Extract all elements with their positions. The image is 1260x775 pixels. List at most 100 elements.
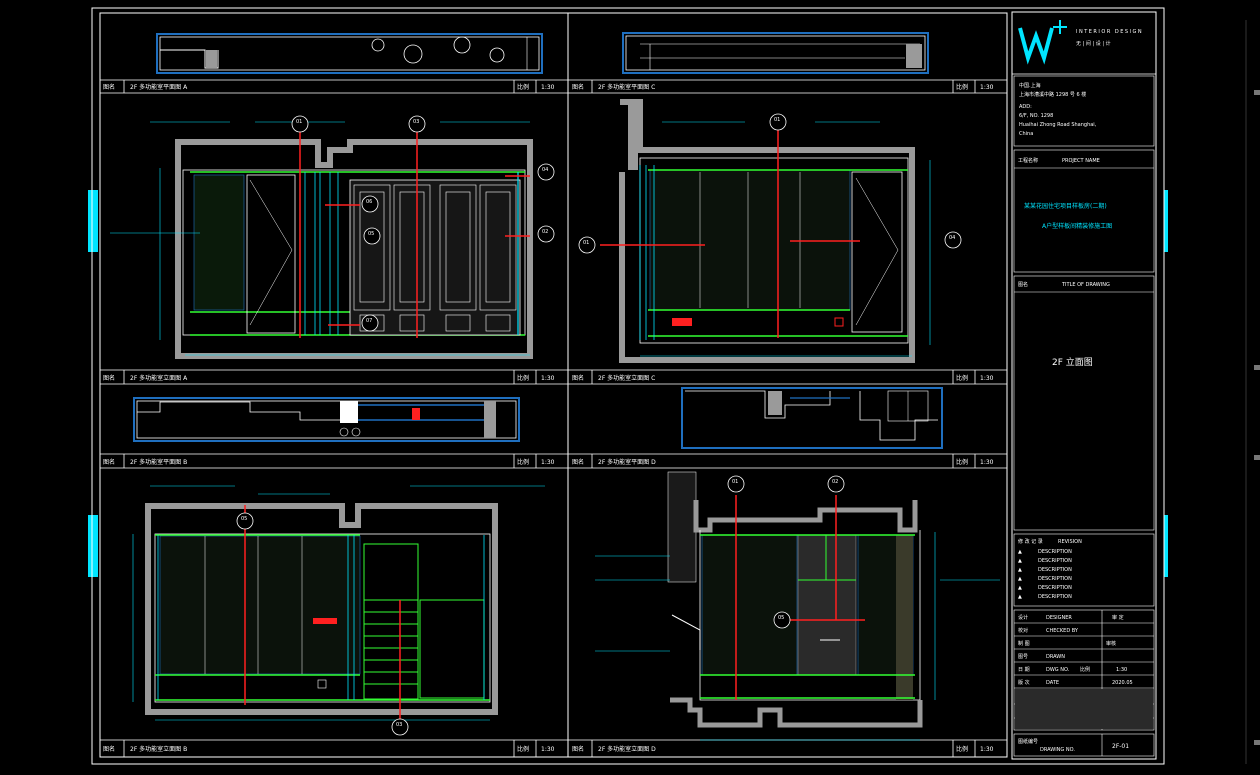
elev-b-scale: 1:30: [541, 746, 555, 753]
info-date-value: 2020.05: [1112, 680, 1133, 686]
svg-text:▲: ▲: [1018, 594, 1022, 600]
side-marker-right-bottom: [1164, 515, 1168, 577]
svg-text:05: 05: [778, 615, 784, 621]
svg-text:▲: ▲: [1018, 576, 1022, 582]
revision-item: DESCRIPTION: [1038, 567, 1072, 573]
drawing-label-en: TITLE OF DRAWING: [1061, 282, 1110, 288]
svg-text:01: 01: [774, 117, 780, 123]
info-date-val: DATE: [1046, 680, 1059, 686]
revision-item: DESCRIPTION: [1038, 576, 1072, 582]
callout-a-06: 06: [361, 195, 379, 213]
revision-item: DESCRIPTION: [1038, 585, 1072, 591]
info-approved-key: 审 定: [1112, 614, 1124, 621]
elev-a-drawing: [110, 121, 533, 359]
callout-d-05: 05: [773, 611, 791, 629]
address-label: ADD:: [1019, 104, 1032, 110]
company-location: 中国.上海: [1019, 82, 1041, 89]
info-checked-key: 校对: [1018, 627, 1028, 634]
plan-c-scale: 1:30: [980, 84, 994, 91]
elev-a-title: 2F 多功能室立面图 A: [130, 374, 188, 382]
info-scale-val: 1:30: [1116, 667, 1127, 673]
elev-c-title: 2F 多功能室立面图 C: [598, 374, 655, 382]
info-designer-key: 设计: [1018, 614, 1028, 621]
svg-text:▲: ▲: [1018, 585, 1022, 591]
svg-text:04: 04: [542, 167, 548, 173]
drawing-label: 图名: [1018, 281, 1028, 288]
svg-text:06: 06: [366, 199, 372, 205]
drawing-name: 2F 立面图: [1052, 356, 1093, 368]
svg-text:04: 04: [949, 235, 955, 241]
revision-header-en: REVISION: [1058, 539, 1082, 545]
address-en-1: 6/F, NO. 1298: [1019, 113, 1053, 119]
plan-a-scale-label: 比例: [517, 83, 529, 91]
svg-text:02: 02: [832, 479, 838, 485]
info-drawn-key: 制 图: [1018, 640, 1030, 647]
elev-c-drawing: [600, 99, 931, 363]
title-bars: [100, 79, 1007, 757]
plan-b-title: 2F 多功能室平面图 B: [130, 458, 187, 466]
plan-b-scale: 1:30: [541, 459, 555, 466]
project-name-2: A户型样板间精装修施工图: [1042, 222, 1112, 230]
callout-a-03: 03: [408, 115, 426, 133]
plan-d-tag: 图名: [572, 458, 584, 466]
callout-d-01: 01: [727, 475, 745, 493]
side-marker-top: [88, 190, 98, 252]
plan-d-scale: 1:30: [980, 459, 994, 466]
project-name-1: 某某花园住宅项目样板房(二期): [1024, 202, 1107, 210]
info-date-key: 日 期: [1018, 667, 1030, 673]
svg-text:03: 03: [413, 119, 419, 125]
plan-d-title: 2F 多功能室平面图 D: [598, 458, 656, 466]
company-address-cn: 上海市漕溪中路 1298 号 6 楼: [1019, 91, 1086, 98]
svg-text:05: 05: [368, 231, 374, 237]
side-marker-bottom: [88, 515, 98, 577]
plan-c-tag: 图名: [572, 83, 584, 91]
svg-text:01: 01: [583, 240, 589, 246]
callout-b-05: 05: [236, 512, 254, 530]
brand-logo: [1018, 20, 1067, 65]
elev-d-scale: 1:30: [980, 746, 994, 753]
elev-c-scale: 1:30: [980, 375, 994, 382]
elev-b-drawing: [132, 485, 545, 725]
revision-item: DESCRIPTION: [1038, 558, 1072, 564]
info-designer-val: DESIGNER: [1046, 615, 1072, 621]
plan-c-drawing: [622, 32, 929, 74]
plan-a-title: 2F 多功能室平面图 A: [130, 83, 188, 91]
info-review-key: 审核: [1106, 640, 1116, 647]
sheet-border: [91, 7, 1165, 765]
title-block: INTERIOR DESIGN 无 | 间 | 设 | 计 中国.上海 上海市漕…: [1011, 11, 1157, 760]
elev-d-scale-label: 比例: [956, 745, 968, 753]
elev-a-tag: 图名: [103, 374, 115, 382]
callout-c-01-top: 01: [769, 113, 787, 131]
revision-item: DESCRIPTION: [1038, 594, 1072, 600]
info-checked-val: CHECKED BY: [1046, 628, 1079, 634]
callout-a-01: 01: [291, 115, 309, 133]
plan-d-drawing: [681, 387, 943, 449]
project-label-en: PROJECT NAME: [1062, 158, 1100, 164]
plan-b-tag: 图名: [103, 458, 115, 466]
svg-text:▲: ▲: [1018, 558, 1022, 564]
sheet-number: 2F-01: [1112, 743, 1129, 750]
project-label: 工程名称: [1018, 157, 1038, 164]
address-en-3: China: [1019, 131, 1033, 137]
plan-a-scale: 1:30: [541, 84, 555, 91]
callout-c-04: 04: [944, 231, 962, 249]
revision-item: DESCRIPTION: [1038, 549, 1072, 555]
callout-c-01-left: 01: [578, 236, 596, 254]
elev-c-tag: 图名: [572, 374, 584, 382]
plan-a-drawing: [156, 33, 543, 74]
brand-line-2: 无 | 间 | 设 | 计: [1076, 40, 1111, 47]
side-marker-right-top: [1164, 190, 1168, 252]
plan-a-tag: 图名: [103, 83, 115, 91]
revision-header: 修 改 记 录: [1018, 538, 1043, 545]
info-scale-key: 比例: [1080, 666, 1090, 673]
sheet-label-en: DRAWING NO.: [1040, 747, 1075, 753]
svg-text:05: 05: [241, 516, 247, 522]
plan-d-scale-label: 比例: [956, 458, 968, 466]
info-version-key: 版 次: [1018, 679, 1030, 686]
callout-d-02: 02: [827, 475, 845, 493]
callout-b-03: 03: [391, 718, 409, 736]
address-en-2: Huaihai Zhong Road Shanghai,: [1019, 122, 1097, 128]
elev-d-title: 2F 多功能室立面图 D: [598, 745, 656, 753]
elev-a-scale-label: 比例: [517, 374, 529, 382]
